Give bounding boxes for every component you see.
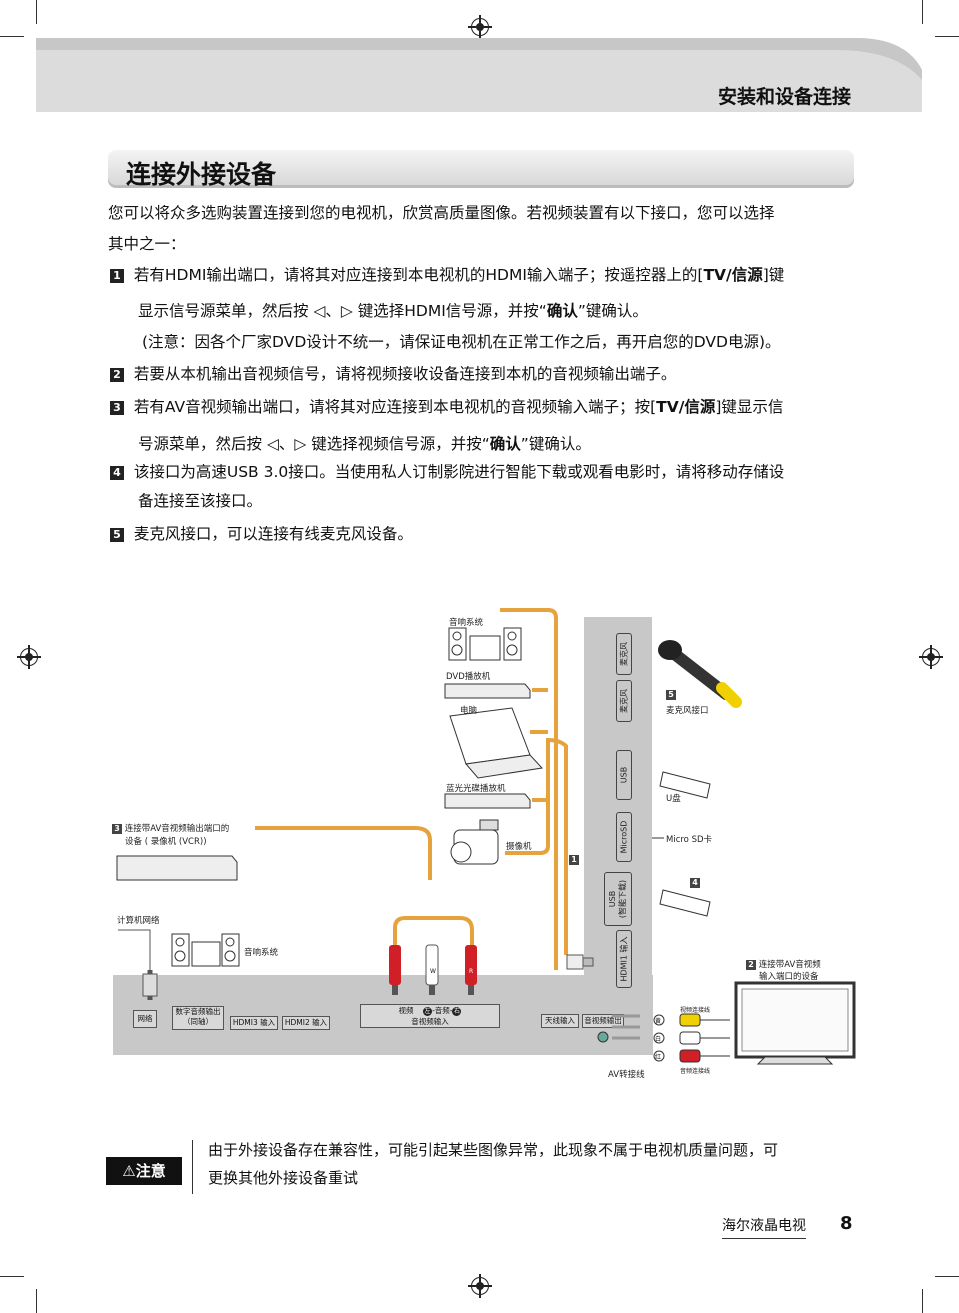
item-3: 3 若有AV音视频输出端口，请将其对应连接到本电视机的音视频输入端子；按[TV/…: [110, 394, 783, 420]
pc-label: 电脑: [460, 706, 478, 716]
crop-mark: [922, 1289, 923, 1313]
audio-system-left-label: 音响系统: [244, 948, 279, 958]
av-adapter-label: AV转接线: [608, 1070, 645, 1080]
dvd-label: DVD播放机: [446, 672, 491, 682]
mic-number: 5: [666, 690, 676, 700]
mic-label: 麦克风接口: [666, 706, 709, 716]
registration-mark-icon: [468, 1274, 492, 1298]
antenna-port: 天线输入: [541, 1014, 579, 1028]
crop-mark: [935, 1276, 959, 1277]
net-port: 网络: [133, 1010, 157, 1028]
vcr-label: 3 连接带AV音视频输出端口的: [112, 822, 229, 834]
mic-port-1: 麦克风: [616, 633, 632, 675]
vcr-label-2: 设备 ( 录像机 (VCR)): [125, 837, 207, 847]
notice-badge: ⚠注意: [106, 1157, 182, 1185]
notice-line-1: 由于外接设备存在兼容性，可能引起某些图像异常，此现象不属于电视机质量问题，可: [208, 1141, 779, 1159]
microsd-label: Micro SD卡: [666, 835, 713, 845]
crop-mark: [36, 0, 37, 24]
tv-device-label-2: 输入端口的设备: [759, 972, 819, 982]
hdmi-number: 1: [569, 855, 579, 865]
digital-audio-port: 数字音频输出（同轴）: [172, 1006, 224, 1030]
item-4-line-2: 备连接至该接口。: [138, 492, 263, 510]
item-number: 1: [110, 269, 124, 283]
crop-mark: [0, 1276, 24, 1277]
tv-device-label: 2 连接带AV音视频: [746, 958, 821, 970]
registration-mark-icon: [468, 15, 492, 39]
page-title: 连接外接设备: [126, 160, 277, 189]
usb-port: USB: [616, 750, 632, 800]
audio-cable-label: 音频连接线: [680, 1068, 711, 1075]
crop-mark: [0, 36, 24, 37]
hdmi2-port: HDMI2 输入: [282, 1016, 330, 1030]
item-5: 5 麦克风接口，可以连接有线麦克风设备。: [110, 521, 413, 547]
microsd-port: MicroSD: [616, 812, 632, 862]
crop-mark: [922, 0, 923, 24]
yellow-mark: 黄: [655, 1018, 662, 1025]
crop-mark: [36, 1289, 37, 1313]
white-mark: 白: [655, 1036, 662, 1043]
connection-diagram: [116, 608, 856, 1065]
footer-brand: 海尔液晶电视: [722, 1215, 806, 1239]
item-4: 4 该接口为高速USB 3.0接口。当使用私人订制影院进行智能下载或观看电影时，…: [110, 459, 784, 485]
item-1: 1 若有HDMI输出端口，请将其对应连接到本电视机的HDMI输入端子；按遥控器上…: [110, 262, 784, 288]
notice-divider: [192, 1140, 193, 1194]
page-number: 8: [840, 1213, 853, 1234]
item-3-line-2: 号源菜单，然后按 ◁、▷ 键选择视频信号源，并按“确认”键确认。: [138, 435, 591, 453]
right-arrow-icon: ▷: [340, 302, 353, 320]
udisk-label: U盘: [666, 794, 681, 804]
registration-mark-icon: [919, 645, 943, 669]
left-arrow-icon: ◁: [266, 435, 279, 453]
av-input-port: 视频 左-音频-右 音视频输入: [360, 1004, 500, 1028]
item-1-line-2: 显示信号源菜单，然后按 ◁、▷ 键选择HDMI信号源，并按“确认”键确认。: [138, 302, 648, 320]
network-label: 计算机网络: [117, 916, 160, 926]
red-mark: 红: [655, 1054, 662, 1061]
camcorder-label: 摄像机: [506, 842, 532, 852]
bluray-label: 蓝光光碟播放机: [446, 784, 506, 794]
hdmi3-port: HDMI3 输入: [230, 1016, 278, 1030]
hdmi1-port: HDMI1 输入: [616, 930, 632, 988]
item-2: 2 若要从本机输出音视频信号，请将视频接收设备连接到本机的音视频输出端子。: [110, 361, 676, 387]
intro-line-1: 您可以将众多选购装置连接到您的电视机，欣赏高质量图像。若视频装置有以下接口，您可…: [108, 204, 775, 222]
header-band: [36, 38, 922, 112]
header-section-title: 安装和设备连接: [717, 86, 851, 108]
mic-port-2: 麦克风: [616, 680, 632, 722]
cable-audio-system: [500, 608, 558, 970]
registration-mark-icon: [17, 645, 41, 669]
red-plug-mark: R: [469, 968, 474, 975]
video-cable-label: 视频连接线: [680, 1007, 711, 1014]
audio-system-label: 音响系统: [449, 618, 484, 628]
usb-number: 4: [690, 878, 700, 888]
right-arrow-icon: ▷: [294, 435, 307, 453]
notice-line-2: 更换其他外接设备重试: [208, 1169, 359, 1187]
section-title-bar: [108, 150, 854, 188]
white-plug-mark: W: [430, 968, 436, 975]
warning-icon: ⚠: [122, 1162, 136, 1180]
item-1-note: (注意：因各个厂家DVD设计不统一，请保证电视机在正常工作之后，再开启您的DVD…: [142, 333, 781, 351]
left-arrow-icon: ◁: [313, 302, 326, 320]
usb-smart-port: USB (智能下载): [604, 872, 632, 926]
crop-mark: [935, 36, 959, 37]
intro-line-2: 其中之一：: [108, 235, 186, 253]
